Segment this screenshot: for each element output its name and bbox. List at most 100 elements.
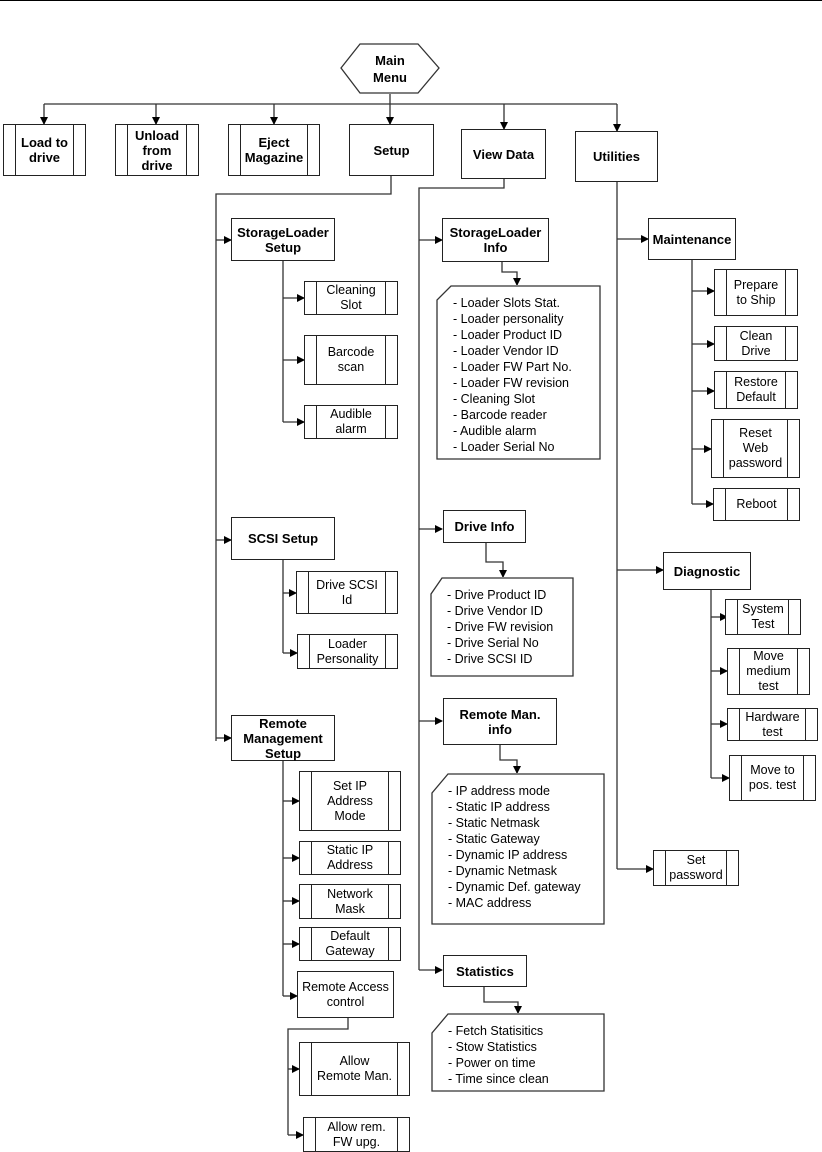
static-ip-address-node[interactable]: Static IP Address: [299, 841, 401, 875]
node-label: System Test: [742, 602, 784, 631]
load-to-drive-node[interactable]: Load to drive: [3, 124, 86, 176]
connector: [483, 987, 522, 1014]
system-test-node[interactable]: System Test: [725, 599, 801, 635]
field-item: - Loader FW Part No.: [453, 360, 572, 374]
audible-alarm-node[interactable]: Audible alarm: [304, 405, 398, 439]
storageloader-info-fields: - Loader Slots Stat. - Loader personalit…: [436, 285, 601, 460]
node-label: View Data: [472, 146, 535, 162]
reset-web-password-node[interactable]: Reset Web password: [711, 419, 800, 478]
field-item: - Cleaning Slot: [453, 392, 535, 406]
set-password-node[interactable]: Set password: [653, 850, 739, 886]
loader-personality-node[interactable]: Loader Personality: [297, 634, 398, 669]
field-item: - Time since clean: [448, 1072, 549, 1086]
field-item: - Drive Vendor ID: [447, 604, 543, 618]
drive-info-node[interactable]: Drive Info: [443, 510, 526, 543]
field-item: - Static IP address: [448, 800, 550, 814]
node-label: Setup: [373, 142, 410, 158]
node-label: Network Mask: [327, 886, 373, 916]
field-item: - Loader Vendor ID: [453, 344, 559, 358]
allow-remote-man-node[interactable]: Allow Remote Man.: [299, 1042, 410, 1096]
storageloader-info-node[interactable]: StorageLoader Info: [442, 218, 549, 262]
node-label: Set IP Address Mode: [327, 778, 373, 823]
field-item: - MAC address: [448, 896, 532, 910]
node-label: Prepare to Ship: [733, 277, 779, 307]
hardware-test-node[interactable]: Hardware test: [727, 708, 818, 741]
node-label: StorageLoader Setup: [237, 224, 329, 255]
field-item: - Fetch Statisitics: [448, 1024, 544, 1038]
move-medium-test-node[interactable]: Move medium test: [727, 648, 810, 695]
field-item: - Audible alarm: [453, 424, 537, 438]
field-item: - Drive Product ID: [447, 588, 547, 602]
connector: [287, 1018, 349, 1135]
note-shape: [430, 577, 574, 677]
field-item: - Dynamic Netmask: [448, 864, 558, 878]
field-item: - Power on time: [448, 1056, 536, 1070]
node-label: Static IP Address: [326, 843, 374, 872]
node-label: StorageLoader Info: [449, 225, 542, 255]
node-label: Drive SCSI Id: [316, 577, 378, 607]
node-label: Move to pos. test: [748, 763, 797, 792]
node-label: Diagnostic: [673, 563, 741, 579]
remote-access-control-node[interactable]: Remote Access control: [297, 971, 394, 1018]
node-label: Eject Magazine: [244, 135, 304, 165]
node-label: Remote Man. info: [459, 706, 541, 737]
field-item: - Barcode reader: [453, 408, 547, 422]
node-label: Allow rem. FW upg.: [327, 1119, 386, 1149]
connector: [215, 176, 392, 741]
node-label: Move medium test: [746, 649, 791, 693]
node-label: SCSI Setup: [247, 531, 319, 546]
prepare-to-ship-node[interactable]: Prepare to Ship: [714, 269, 798, 316]
eject-magazine-node[interactable]: Eject Magazine: [228, 124, 320, 176]
statistics-node[interactable]: Statistics: [443, 955, 527, 987]
note-shape: [436, 285, 601, 460]
node-label: Statistics: [456, 963, 514, 979]
node-label: Unload from drive: [134, 127, 180, 173]
setup-node[interactable]: Setup: [349, 124, 434, 176]
note-shape: [431, 1013, 605, 1092]
drive-scsi-id-node[interactable]: Drive SCSI Id: [296, 571, 398, 614]
field-item: - Loader FW revision: [453, 376, 570, 390]
field-item: - Drive Serial No: [447, 636, 539, 650]
node-label: Barcode scan: [327, 345, 375, 374]
node-label: Load to drive: [21, 135, 68, 165]
allow-rem-fw-upg-node[interactable]: Allow rem. FW upg.: [303, 1117, 410, 1152]
maintenance-node[interactable]: Maintenance: [648, 218, 736, 260]
storageloader-setup-node[interactable]: StorageLoader Setup: [231, 218, 335, 261]
clean-drive-node[interactable]: Clean Drive: [714, 326, 798, 361]
remote-man-info-node[interactable]: Remote Man. info: [443, 698, 557, 745]
utilities-node[interactable]: Utilities: [575, 131, 658, 182]
node-label: Utilities: [593, 149, 640, 164]
field-item: - Stow Statistics: [448, 1040, 537, 1054]
view-data-node[interactable]: View Data: [461, 129, 546, 179]
network-mask-node[interactable]: Network Mask: [299, 884, 401, 919]
node-label: Clean Drive: [739, 328, 773, 358]
field-item: - Static Netmask: [448, 816, 540, 830]
barcode-scan-node[interactable]: Barcode scan: [304, 335, 398, 385]
remote-management-setup-node[interactable]: Remote Management Setup: [231, 715, 335, 761]
node-label: Set password: [669, 853, 723, 882]
main-menu-node[interactable]: Main Menu: [340, 43, 440, 94]
node-label: Allow Remote Man.: [316, 1054, 393, 1083]
node-label: Remote Access control: [302, 979, 389, 1009]
connector: [485, 543, 507, 578]
reboot-node[interactable]: Reboot: [713, 488, 800, 521]
node-label: Reset Web password: [728, 426, 783, 470]
node-label: Maintenance: [652, 231, 732, 247]
field-item: - IP address mode: [448, 784, 550, 798]
field-item: - Loader personality: [453, 312, 564, 326]
node-label: Hardware test: [745, 709, 800, 739]
default-gateway-node[interactable]: Default Gateway: [299, 927, 401, 961]
move-to-pos-test-node[interactable]: Move to pos. test: [729, 755, 816, 801]
node-label: Drive Info: [454, 519, 515, 534]
set-ip-address-mode-node[interactable]: Set IP Address Mode: [299, 771, 401, 831]
connector: [418, 178, 505, 970]
diagnostic-node[interactable]: Diagnostic: [663, 552, 751, 590]
scsi-setup-node[interactable]: SCSI Setup: [231, 517, 335, 560]
cleaning-slot-node[interactable]: Cleaning Slot: [304, 281, 398, 315]
restore-default-node[interactable]: Restore Default: [714, 371, 798, 409]
node-label: Loader Personality: [316, 636, 379, 666]
statistics-fields: - Fetch Statisitics - Stow Statistics - …: [431, 1013, 605, 1092]
main-menu-label: Main Menu: [373, 52, 407, 85]
unload-from-drive-node[interactable]: Unload from drive: [115, 124, 199, 176]
remote-man-info-fields: - IP address mode - Static IP address - …: [431, 773, 605, 925]
